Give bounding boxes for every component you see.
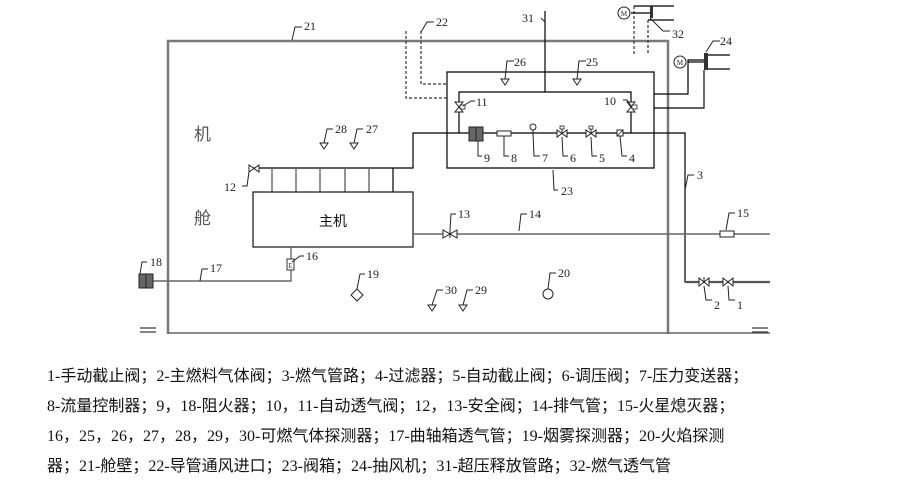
extraction-fan-icon: M <box>673 55 687 69</box>
gas-engine-room-schematic: 机 舱 M M <box>138 5 770 334</box>
svg-text:E: E <box>288 262 292 270</box>
callout-6: 6 <box>570 151 576 165</box>
gas-detector-27 <box>349 142 359 150</box>
filter-4 <box>616 129 624 137</box>
main-fuel-gas-valve-2 <box>698 276 710 288</box>
callout-leaders <box>139 17 735 306</box>
gas-detector-16: E <box>286 258 295 271</box>
callout-26: 26 <box>514 55 526 69</box>
auto-vent-valve-11 <box>453 101 466 113</box>
callout-31: 31 <box>522 11 534 25</box>
automatic-shutoff-valve-5 <box>585 125 597 138</box>
callout-5: 5 <box>599 151 605 165</box>
callout-11: 11 <box>476 95 488 109</box>
callout-7: 7 <box>542 151 548 165</box>
callout-22: 22 <box>436 15 448 29</box>
gas-detector-29 <box>458 304 468 312</box>
callout-30: 30 <box>445 283 457 297</box>
safety-valve-13 <box>442 229 458 239</box>
room-label-top: 机 <box>194 125 211 145</box>
callout-2: 2 <box>714 298 720 312</box>
callout-27: 27 <box>366 122 378 136</box>
callout-32: 32 <box>672 27 684 41</box>
callout-8: 8 <box>511 151 517 165</box>
flame-arrester-18 <box>138 273 154 289</box>
callout-3: 3 <box>697 168 703 182</box>
callout-20: 20 <box>558 266 570 280</box>
smoke-detector-19 <box>350 288 364 302</box>
callout-14: 14 <box>529 207 541 221</box>
flame-arrester-9 <box>468 126 484 142</box>
legend-line: 1-手动截止阀；2-主燃料气体阀；3-燃气管路；4-过滤器；5-自动截止阀；6-… <box>47 368 749 385</box>
flame-detector-20 <box>542 288 554 300</box>
vent-fan-icon: M <box>617 6 631 20</box>
callout-16: 16 <box>306 249 318 263</box>
callout-21: 21 <box>304 19 316 33</box>
gas-detector-28 <box>319 142 329 150</box>
flow-controller-8 <box>496 130 512 137</box>
crankcase-vent-pipe <box>150 247 292 282</box>
callout-15: 15 <box>737 206 749 220</box>
callout-24: 24 <box>720 34 732 48</box>
engine-manifold <box>271 168 394 192</box>
extraction-duct <box>654 53 730 109</box>
callout-9: 9 <box>484 151 490 165</box>
callout-12: 12 <box>224 180 236 194</box>
callout-29: 29 <box>475 283 487 297</box>
legend-line: 16，25，26，27，28，29，30-可燃气体探测器；17-曲轴箱透气管；1… <box>47 428 725 445</box>
gas-detector-26 <box>500 78 510 86</box>
gas-detector-30 <box>427 304 437 312</box>
manual-shutoff-valve-1 <box>722 276 734 288</box>
callout-18: 18 <box>150 255 162 269</box>
callout-17: 17 <box>210 261 222 275</box>
callout-19: 19 <box>367 267 379 281</box>
callout-4: 4 <box>629 151 635 165</box>
callout-labels: 21 22 31 32 24 26 25 11 10 9 8 7 6 5 4 2… <box>150 11 749 312</box>
legend-line: 器；21-舱壁；22-导管通风进口；23-阀箱；24-抽风机；31-超压释放管路… <box>47 458 671 475</box>
room-label-bottom: 舱 <box>194 209 211 229</box>
duct-vent-inlet <box>405 31 447 99</box>
callout-13: 13 <box>458 207 470 221</box>
callout-25: 25 <box>586 55 598 69</box>
engine-room-bulkhead <box>140 39 770 334</box>
legend-line: 8-流量控制器；9，18-阻火器；10，11-自动透气阀；12，13-安全阀；1… <box>47 398 735 415</box>
callout-28: 28 <box>335 122 347 136</box>
callout-1: 1 <box>737 298 743 312</box>
svg-text:M: M <box>677 59 684 67</box>
main-engine: 主机 <box>252 191 414 248</box>
pressure-regulating-valve-6 <box>556 125 568 138</box>
pressure-transmitter-7 <box>529 123 537 133</box>
svg-text:主机: 主机 <box>319 214 347 230</box>
callout-23: 23 <box>561 184 573 198</box>
gas-detector-25 <box>572 78 582 86</box>
component-legend: 1-手动截止阀；2-主燃料气体阀；3-燃气管路；4-过滤器；5-自动截止阀；6-… <box>47 362 907 482</box>
safety-valve-12 <box>248 164 260 173</box>
auto-vent-valve-10 <box>625 101 638 113</box>
svg-text:M: M <box>621 10 628 18</box>
callout-10: 10 <box>604 94 616 108</box>
spark-arrester-15 <box>719 230 735 238</box>
